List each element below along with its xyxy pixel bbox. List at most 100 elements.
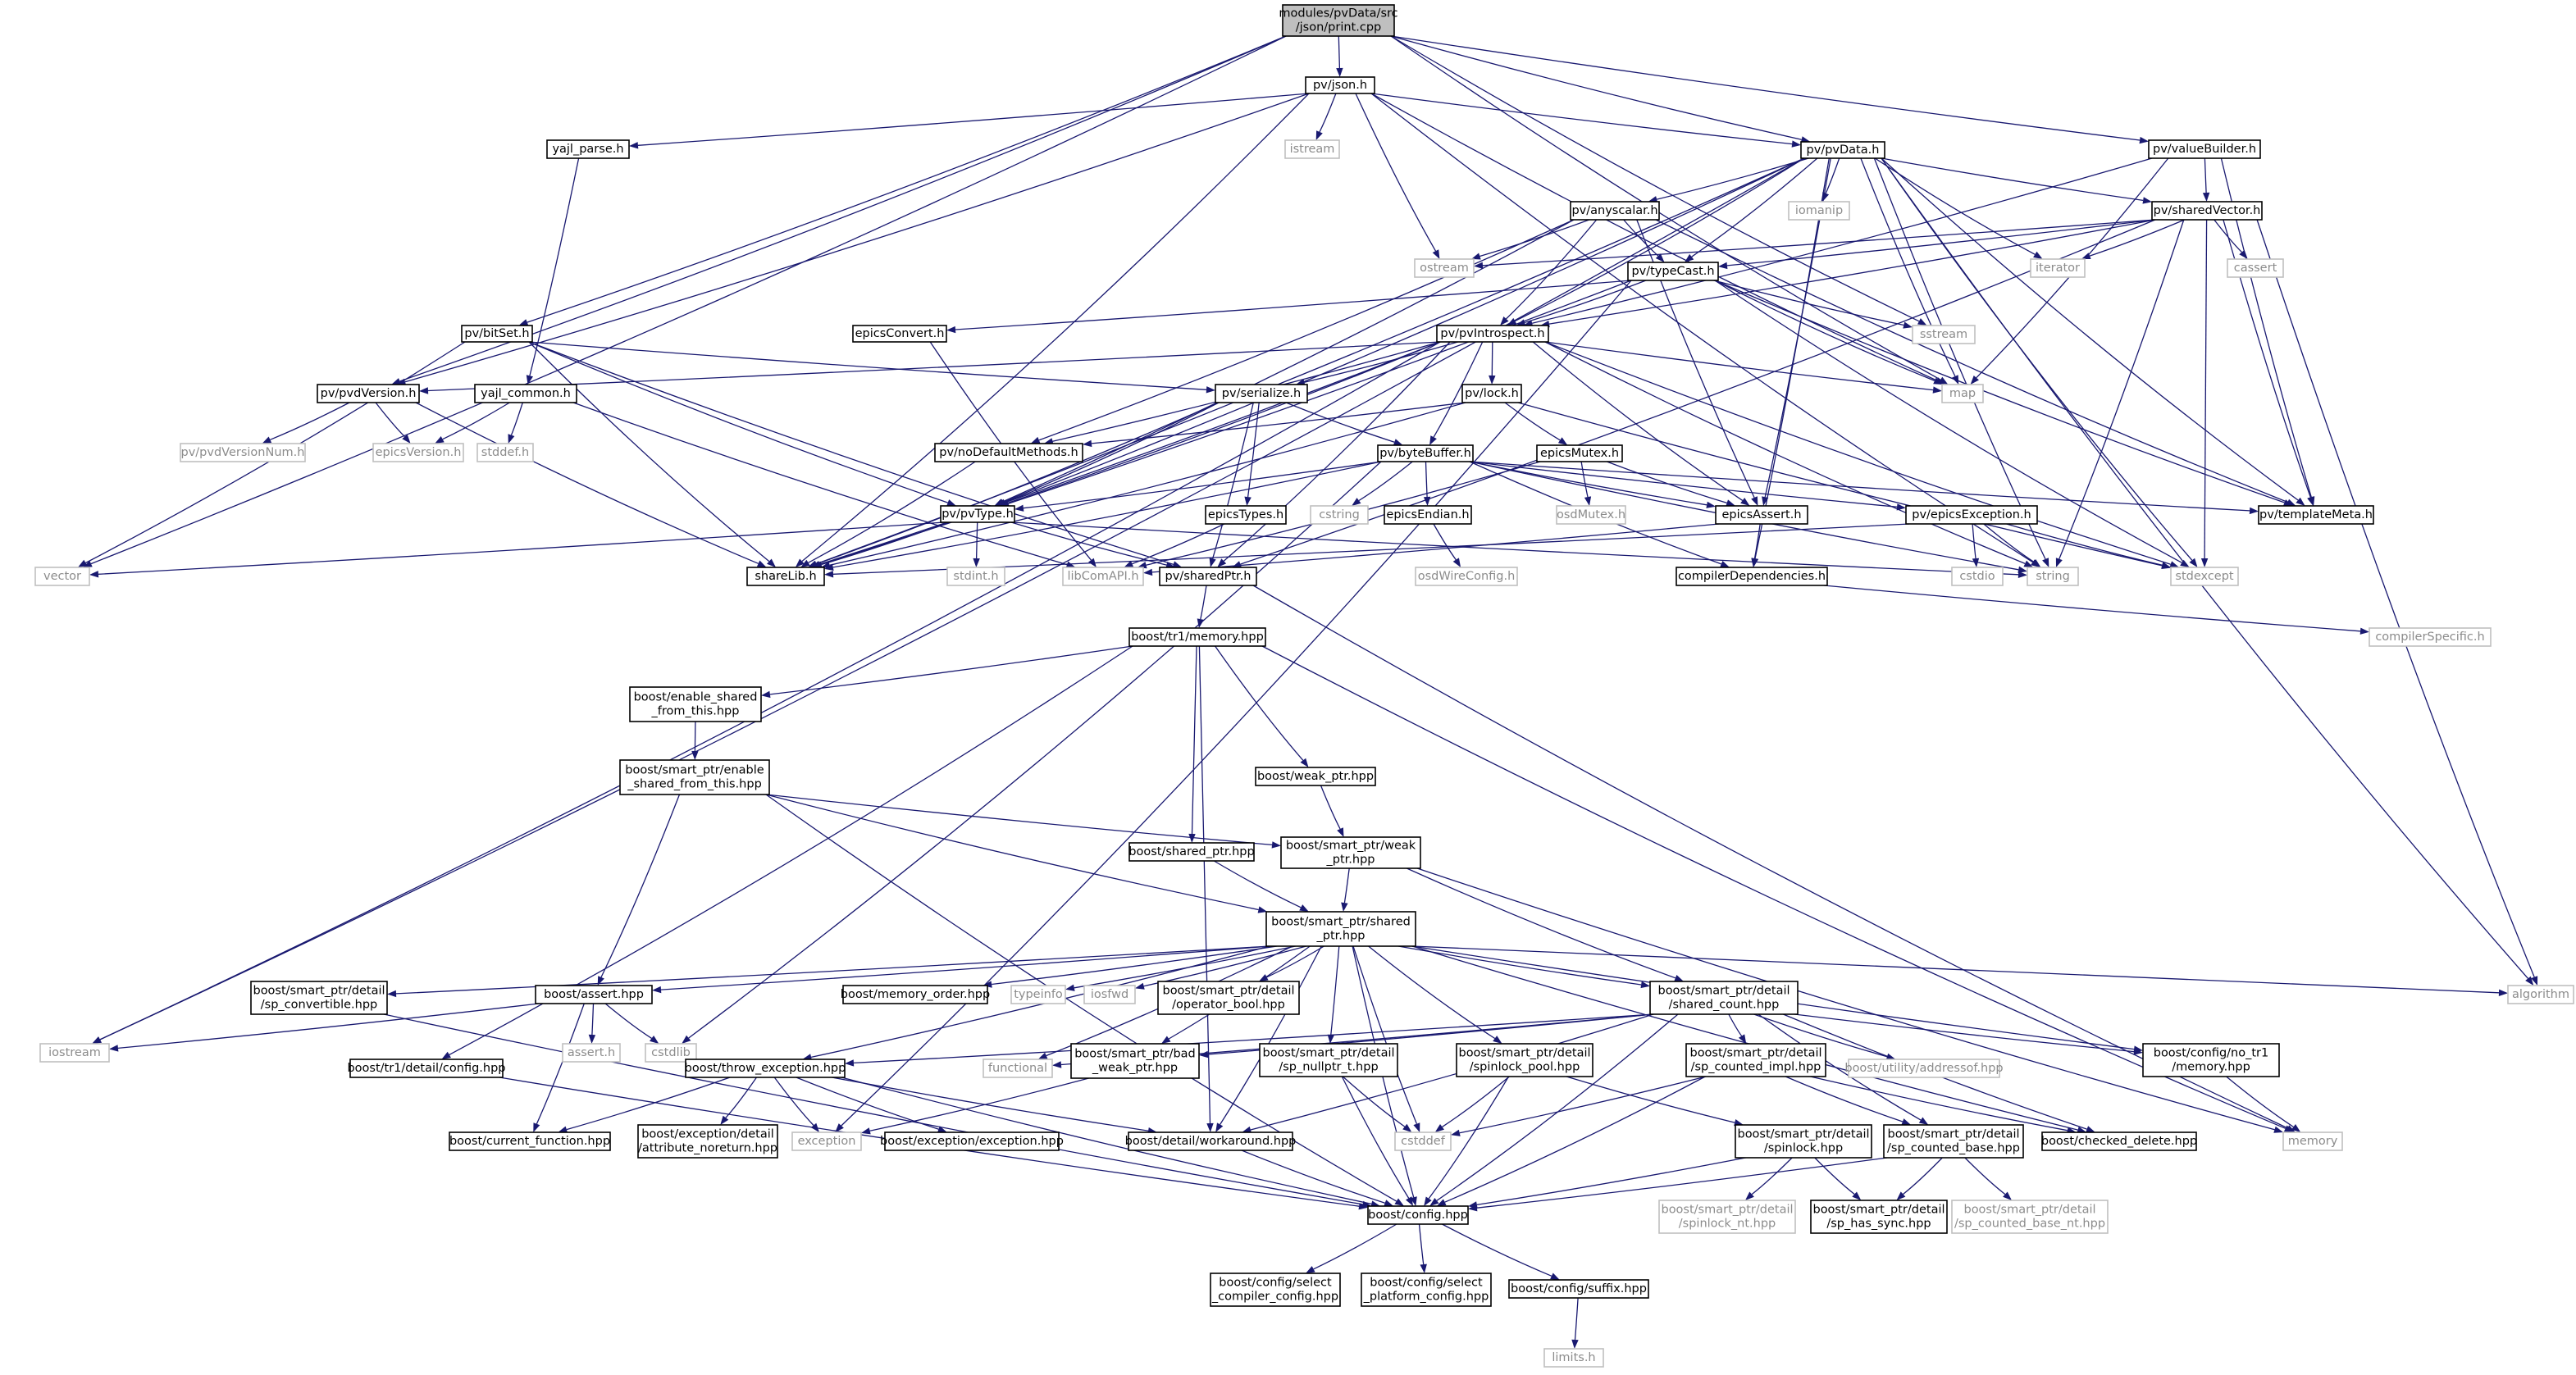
node-algorithm[interactable]: algorithm: [2507, 985, 2574, 1004]
node-assert_hpp[interactable]: boost/assert.hpp: [535, 985, 653, 1004]
node-string[interactable]: string: [2027, 567, 2079, 586]
node-enable_shared[interactable]: boost/enable_shared_from_this.hpp: [629, 686, 762, 722]
node-root[interactable]: modules/pvData/src/json/print.cpp: [1279, 4, 1398, 37]
node-assert_h[interactable]: assert.h: [562, 1043, 621, 1063]
node-sp_enable_shared[interactable]: boost/smart_ptr/enable_shared_from_this.…: [619, 759, 770, 795]
node-anyscalar[interactable]: pv/anyscalar.h: [1570, 201, 1660, 221]
node-epicsVersion[interactable]: epicsVersion.h: [372, 443, 464, 462]
node-pvbitSet[interactable]: pv/bitSet.h: [461, 325, 533, 343]
node-sp_counted_impl[interactable]: boost/smart_ptr/detail/sp_counted_impl.h…: [1685, 1043, 1826, 1077]
node-stdexcept[interactable]: stdexcept: [2170, 567, 2239, 586]
node-cstdlib[interactable]: cstdlib: [645, 1043, 697, 1063]
node-templateMeta[interactable]: pv/templateMeta.h: [2258, 505, 2374, 525]
node-exception[interactable]: exception: [791, 1131, 862, 1151]
node-osdMutex[interactable]: osdMutex.h: [1556, 505, 1626, 525]
node-sp_convertible[interactable]: boost/smart_ptr/detail/sp_convertible.hp…: [250, 981, 388, 1015]
node-yajl_common[interactable]: yajl_common.h: [474, 384, 577, 403]
node-spinlock[interactable]: boost/smart_ptr/detail/spinlock.hpp: [1735, 1124, 1872, 1159]
node-tr1config[interactable]: boost/tr1/detail/config.hpp: [347, 1059, 506, 1078]
node-map[interactable]: map: [1941, 384, 1984, 403]
node-sp_counted_base_nt[interactable]: boost/smart_ptr/detail/sp_counted_base_n…: [1951, 1200, 2109, 1234]
node-byteBuffer[interactable]: pv/byteBuffer.h: [1377, 444, 1474, 462]
node-memory_order[interactable]: boost/memory_order.hpp: [841, 985, 990, 1004]
node-yajl_parse[interactable]: yajl_parse.h: [546, 139, 630, 159]
node-cstddef[interactable]: cstddef: [1394, 1131, 1452, 1151]
node-istream[interactable]: istream: [1284, 139, 1340, 159]
node-workaround[interactable]: boost/detail/workaround.hpp: [1125, 1131, 1297, 1151]
node-epicsEndian[interactable]: epicsEndian.h: [1384, 505, 1472, 525]
node-select_compiler[interactable]: boost/config/select_compiler_config.hpp: [1210, 1273, 1341, 1307]
arrowhead: [1726, 499, 1736, 507]
node-sharedVector[interactable]: pv/sharedVector.h: [2151, 201, 2263, 221]
node-compilerDependencies[interactable]: compilerDependencies.h: [1676, 567, 1828, 586]
node-current_function[interactable]: boost/current_function.hpp: [449, 1131, 611, 1151]
node-valueBuilder[interactable]: pv/valueBuilder.h: [2148, 139, 2261, 159]
node-pvType[interactable]: pv/pvType.h: [940, 505, 1015, 523]
node-libComAPI[interactable]: libComAPI.h: [1062, 567, 1144, 586]
node-sharedPtr[interactable]: pv/sharedPtr.h: [1159, 567, 1257, 586]
node-no_tr1_memory[interactable]: boost/config/no_tr1/memory.hpp: [2142, 1043, 2280, 1077]
arrowhead: [2525, 976, 2534, 986]
node-pvdVersion[interactable]: pv/pvdVersion.h: [317, 384, 420, 403]
node-weak_ptr[interactable]: boost/weak_ptr.hpp: [1255, 767, 1376, 786]
node-pvData[interactable]: pv/pvData.h: [1800, 141, 1885, 159]
node-cassert[interactable]: cassert: [2227, 258, 2284, 278]
node-epicsAssert[interactable]: epicsAssert.h: [1715, 505, 1808, 525]
node-serialize[interactable]: pv/serialize.h: [1215, 384, 1308, 403]
node-typeinfo[interactable]: typeinfo: [1010, 985, 1066, 1004]
node-bad_weak_ptr[interactable]: boost/smart_ptr/bad_weak_ptr.hpp: [1070, 1043, 1200, 1079]
arrowhead: [845, 1059, 855, 1067]
node-typeCast[interactable]: pv/typeCast.h: [1627, 262, 1719, 281]
node-pvIntrospect[interactable]: pv/pvIntrospect.h: [1436, 325, 1549, 343]
node-spinlock_pool[interactable]: boost/smart_ptr/detail/spinlock_pool.hpp: [1456, 1043, 1593, 1077]
node-addressof[interactable]: boost/utility/addressof.hpp: [1844, 1059, 2004, 1078]
node-osdWireConfig[interactable]: osdWireConfig.h: [1415, 567, 1518, 586]
node-select_platform[interactable]: boost/config/select_platform_config.hpp: [1361, 1273, 1492, 1307]
node-suffix[interactable]: boost/config/suffix.hpp: [1508, 1279, 1649, 1299]
node-epicsTypes[interactable]: epicsTypes.h: [1205, 505, 1287, 525]
node-spinlock_nt[interactable]: boost/smart_ptr/detail/spinlock_nt.hpp: [1658, 1200, 1796, 1234]
node-memory[interactable]: memory: [2282, 1131, 2343, 1151]
node-throw_exception[interactable]: boost/throw_exception.hpp: [685, 1059, 846, 1078]
node-lock[interactable]: pv/lock.h: [1461, 384, 1522, 403]
node-iterator[interactable]: iterator: [2030, 258, 2086, 278]
node-iostream[interactable]: iostream: [39, 1043, 110, 1063]
node-iosfwd[interactable]: iosfwd: [1083, 985, 1136, 1004]
node-noDefaultMethods[interactable]: pv/noDefaultMethods.h: [934, 443, 1083, 462]
node-sp_weak_ptr[interactable]: boost/smart_ptr/weak_ptr.hpp: [1280, 836, 1421, 869]
node-operator_bool[interactable]: boost/smart_ptr/detail/operator_bool.hpp: [1157, 981, 1300, 1015]
node-tr1memory[interactable]: boost/tr1/memory.hpp: [1128, 627, 1266, 647]
node-config_hpp[interactable]: boost/config.hpp: [1367, 1205, 1469, 1225]
node-cstring[interactable]: cstring: [1310, 505, 1369, 525]
node-epicsMutex[interactable]: epicsMutex.h: [1536, 444, 1623, 462]
node-shared_ptr_hpp[interactable]: boost/shared_ptr.hpp: [1128, 842, 1255, 862]
node-checked_delete[interactable]: boost/checked_delete.hpp: [2041, 1131, 2197, 1151]
node-stdint[interactable]: stdint.h: [946, 567, 1005, 586]
edge-throw_exception-to-attribute_noreturn: [725, 1077, 758, 1118]
node-cstdio[interactable]: cstdio: [1951, 567, 2004, 586]
node-shareLib[interactable]: shareLib.h: [746, 567, 825, 586]
node-sstream[interactable]: sstream: [1912, 325, 1976, 344]
node-iomanip[interactable]: iomanip: [1788, 201, 1850, 221]
node-exception_hpp[interactable]: boost/exception/exception.hpp: [880, 1131, 1064, 1151]
node-shared_count[interactable]: boost/smart_ptr/detail/shared_count.hpp: [1649, 981, 1799, 1015]
node-sp_shared_ptr[interactable]: boost/smart_ptr/shared_ptr.hpp: [1265, 911, 1416, 947]
node-sp_has_sync[interactable]: boost/smart_ptr/detail/sp_has_sync.hpp: [1810, 1200, 1948, 1234]
node-sp_nullptr_t[interactable]: boost/smart_ptr/detail/sp_nullptr_t.hpp: [1259, 1043, 1398, 1077]
edge-pvjson-to-shareLib: [801, 93, 1310, 562]
node-functional[interactable]: functional: [983, 1059, 1053, 1078]
node-limits[interactable]: limits.h: [1543, 1348, 1604, 1368]
node-ostream[interactable]: ostream: [1414, 258, 1475, 278]
arrowhead: [813, 561, 823, 568]
node-epicsException[interactable]: pv/epicsException.h: [1905, 505, 2038, 525]
node-box: [1159, 567, 1257, 586]
node-pvjson[interactable]: pv/json.h: [1305, 76, 1375, 94]
node-compilerSpecific[interactable]: compilerSpecific.h: [2369, 627, 2492, 647]
node-sp_counted_base[interactable]: boost/smart_ptr/detail/sp_counted_base.h…: [1883, 1124, 2024, 1159]
node-vector[interactable]: vector: [34, 567, 90, 586]
node-stddef[interactable]: stddef.h: [476, 443, 534, 462]
node-epicsConvert[interactable]: epicsConvert.h: [852, 325, 947, 343]
node-attribute_noreturn[interactable]: boost/exception/detail/attribute_noretur…: [637, 1124, 778, 1159]
node-box: [1310, 505, 1369, 525]
node-pvdVersionNum[interactable]: pv/pvdVersionNum.h: [180, 443, 306, 462]
